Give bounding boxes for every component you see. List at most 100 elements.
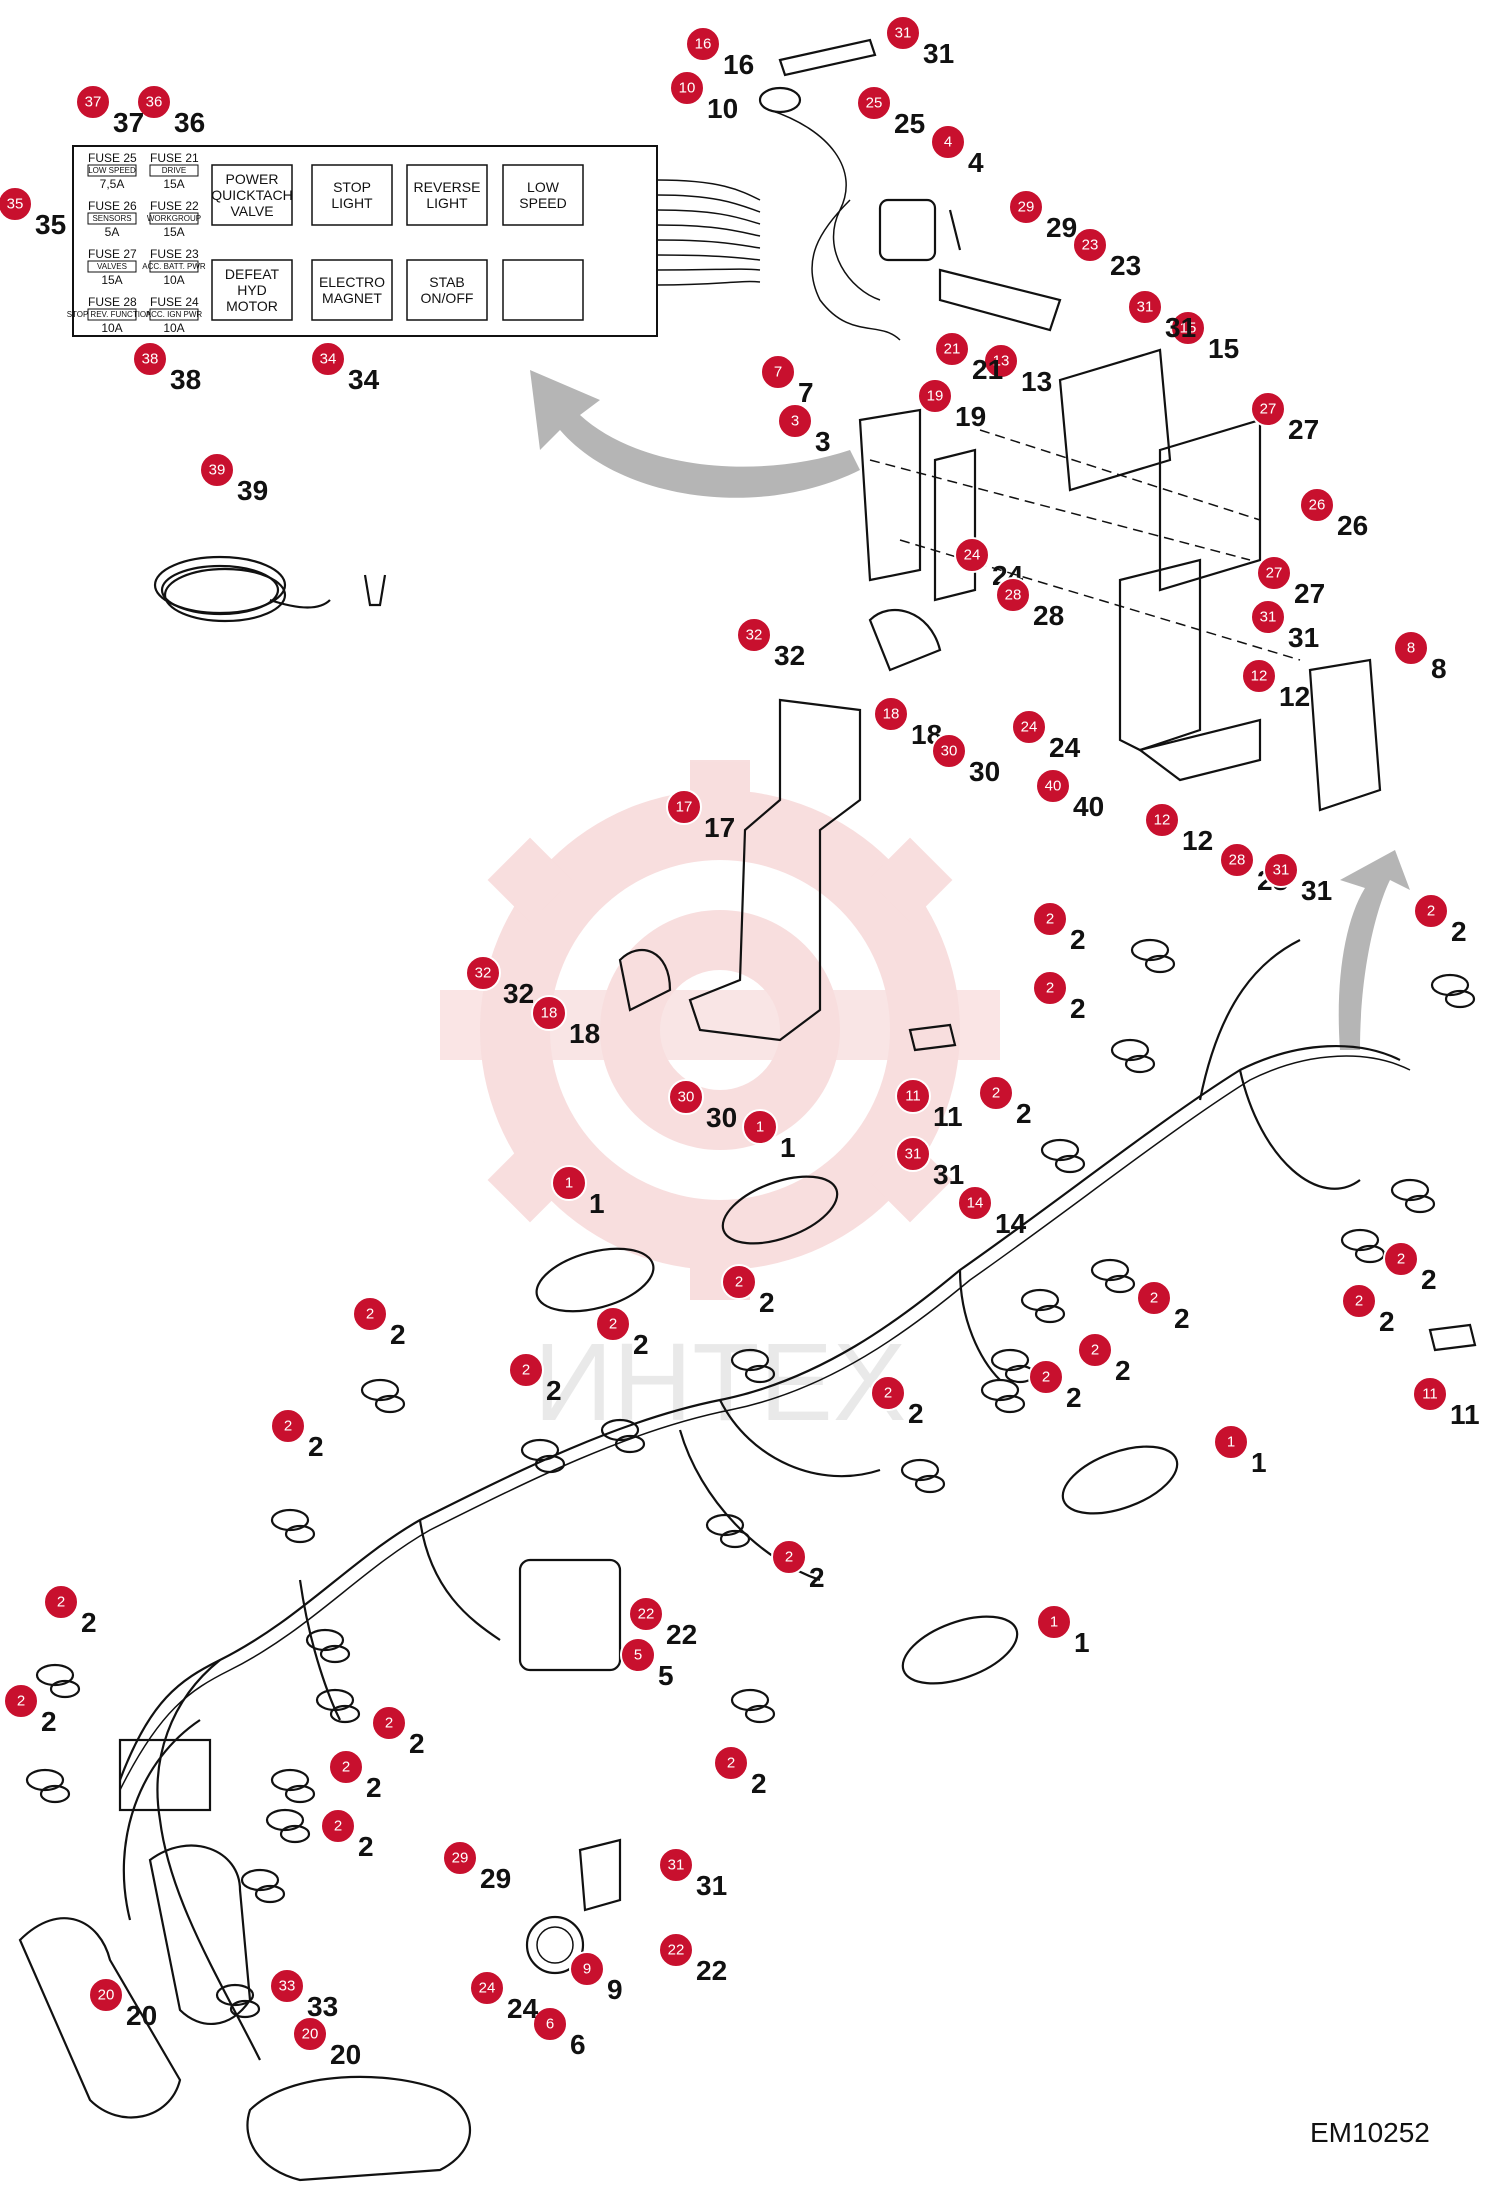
part-number: 25 [894, 108, 925, 139]
relay-label: STAB [429, 274, 465, 290]
part-number: 5 [658, 1660, 674, 1691]
callout-number: 19 [927, 388, 944, 405]
relay-label: POWER [226, 171, 279, 187]
callout-number: 2 [735, 1274, 743, 1291]
callout-number: 11 [905, 1088, 921, 1105]
cable-tie [1340, 1228, 1386, 1264]
callout-number: 31 [895, 25, 912, 42]
cable-tie [270, 1768, 316, 1804]
relay-label: LIGHT [331, 195, 373, 211]
fuse-tag: LOW SPEED [88, 166, 136, 175]
panel-wires [656, 179, 761, 286]
callout-number: 2 [385, 1715, 393, 1732]
part-number: 6 [570, 2029, 586, 2060]
callout-1: 11 [742, 1109, 796, 1163]
callout-number: 25 [866, 95, 883, 112]
fuse-rating: 5A [105, 225, 120, 239]
cable-tie [315, 1688, 361, 1724]
watermark-text: ИНТЕХ [534, 1321, 906, 1444]
fuse-title: FUSE 25 [88, 151, 137, 165]
fuse-rating: 10A [163, 273, 184, 287]
part-number: 30 [706, 1102, 737, 1133]
curved-arrow-up [1338, 850, 1410, 1050]
fuse-title: FUSE 28 [88, 295, 137, 309]
cable-tie [1040, 1138, 1086, 1174]
callout-1: 11 [1213, 1424, 1267, 1478]
part-number: 11 [1450, 1399, 1480, 1430]
callout-number: 2 [1046, 980, 1054, 997]
cable-tie [360, 1378, 406, 1414]
part-number: 2 [546, 1375, 562, 1406]
callout-number: 2 [522, 1362, 530, 1379]
callout-number: 33 [279, 1978, 296, 1995]
cable-tie [270, 1508, 316, 1544]
part-number: 11 [933, 1101, 963, 1132]
part-number: 38 [170, 364, 201, 395]
part-number: 2 [809, 1562, 825, 1593]
part-number: 2 [1451, 916, 1467, 947]
part-number: 20 [126, 2000, 157, 2031]
part-number: 2 [751, 1768, 767, 1799]
callout-2: 22 [1383, 1241, 1437, 1295]
callout-2: 22 [3, 1683, 57, 1737]
callout-number: 2 [785, 1549, 793, 1566]
part-number: 40 [1073, 791, 1104, 822]
callout-1: 11 [551, 1165, 605, 1219]
callout-number: 28 [1005, 587, 1022, 604]
callout-number: 10 [679, 80, 696, 97]
callout-number: 12 [1154, 812, 1171, 829]
part-number: 29 [1046, 212, 1077, 243]
callout-number: 9 [583, 1961, 591, 1978]
callout-number: 11 [1422, 1386, 1438, 1403]
callout-number: 12 [1251, 668, 1268, 685]
callout-number: 2 [17, 1693, 25, 1710]
callout-number: 3 [791, 413, 799, 430]
fuse-tag: WORKGROUP [147, 214, 201, 223]
part-number: 10 [707, 93, 738, 124]
callout-number: 40 [1045, 778, 1062, 795]
callout-number: 36 [146, 94, 163, 111]
cable-tie [900, 1458, 946, 1494]
callout-10: 10 10 [669, 70, 738, 124]
cable-tie [265, 1808, 311, 1844]
part-number: 2 [1421, 1264, 1437, 1295]
callout-2: 22 [1077, 1332, 1131, 1386]
callout-number: 30 [941, 743, 958, 760]
callout-number: 37 [85, 94, 102, 111]
callout-number: 32 [746, 627, 763, 644]
part-number: 21 [972, 354, 1003, 385]
callout-2: 22 [1028, 1359, 1082, 1413]
callout-number: 23 [1082, 237, 1099, 254]
part-number: 22 [696, 1955, 727, 1986]
callout-number: 6 [546, 2016, 554, 2033]
callout-number: 18 [883, 706, 900, 723]
callout-number: 31 [905, 1146, 922, 1163]
cable-tie [25, 1768, 71, 1804]
part-number: 13 [1021, 366, 1052, 397]
callout-8: 88 [1393, 630, 1447, 684]
cable-tie [730, 1688, 776, 1724]
part-number: 16 [723, 49, 754, 80]
fuse-rating: 15A [163, 225, 184, 239]
part-number: 33 [307, 1991, 338, 2022]
callout-2: 22 [1032, 970, 1086, 1024]
part-number: 2 [759, 1287, 775, 1318]
callout-9: 99 [569, 1951, 623, 2005]
callout-number: 34 [320, 351, 337, 368]
